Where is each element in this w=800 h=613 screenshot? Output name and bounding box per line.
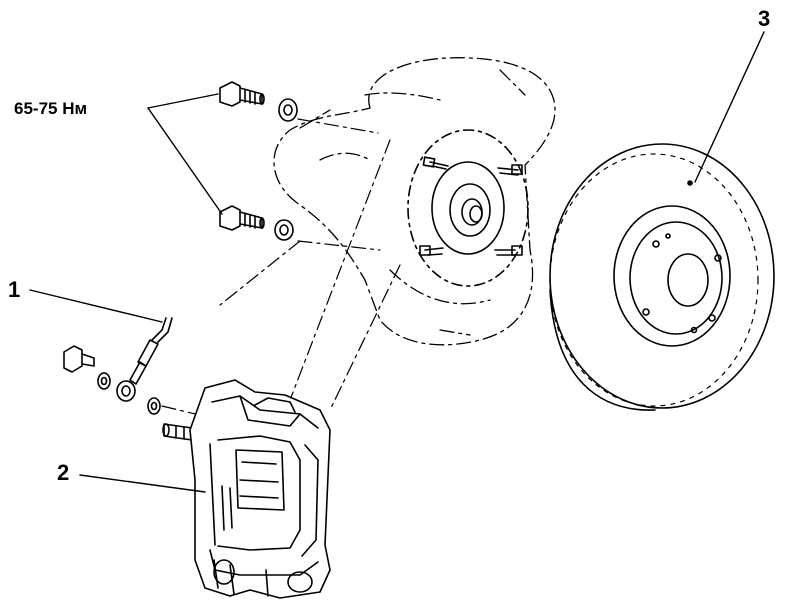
callout-1-brake-hose: 1 bbox=[8, 277, 21, 302]
hose-union-bolt bbox=[63, 345, 95, 373]
callout-2-caliper: 2 bbox=[57, 460, 70, 485]
torque-spec-label: 65-75 Нм bbox=[14, 99, 88, 118]
bleeder-screw bbox=[162, 423, 193, 441]
caliper-bolt-lower bbox=[219, 205, 265, 231]
torque-leader-lines bbox=[147, 93, 223, 215]
callout-leader-lines bbox=[29, 31, 765, 493]
steering-knuckle-outline bbox=[273, 57, 556, 346]
copper-washer-right bbox=[147, 397, 161, 415]
brake-disc bbox=[549, 143, 775, 411]
copper-washer-left bbox=[97, 372, 111, 390]
alignment-lines bbox=[161, 118, 401, 419]
callout-3-brake-disc: 3 bbox=[758, 6, 771, 31]
brake-caliper bbox=[189, 379, 331, 599]
wheel-hub bbox=[407, 129, 529, 287]
washer-lower bbox=[274, 219, 294, 241]
brake-hose bbox=[116, 317, 173, 402]
caliper-bolt-upper bbox=[219, 81, 265, 107]
washer-upper bbox=[278, 98, 298, 122]
